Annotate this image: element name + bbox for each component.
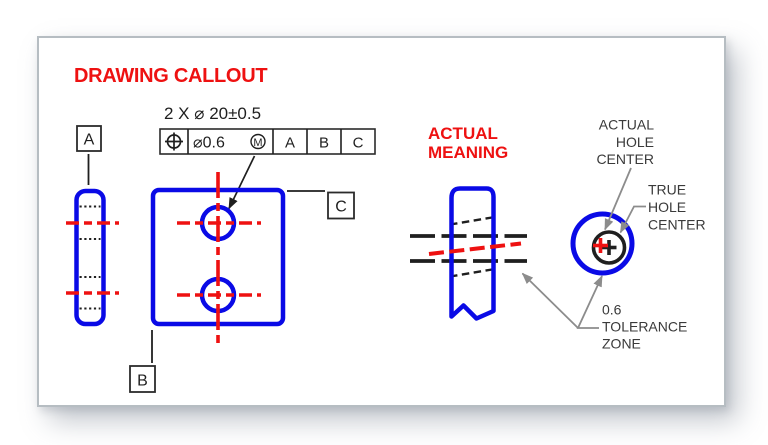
label-line: CENTER bbox=[596, 151, 654, 167]
actual-hole-wall-top bbox=[449, 216, 493, 226]
actual-center-cross-icon bbox=[593, 238, 608, 253]
leader-true-hole-center bbox=[619, 205, 646, 234]
label-line: TRUE bbox=[648, 182, 686, 198]
fcf-frame bbox=[159, 128, 376, 155]
leader-tolerance-zone-circle bbox=[576, 275, 603, 329]
actual-hole-wall-bottom bbox=[449, 268, 493, 278]
label-line: ZONE bbox=[602, 336, 641, 352]
label-line: TOLERANCE bbox=[602, 319, 687, 335]
drawing-callout-section: DRAWING CALLOUT 2 X ⌀ 20±0.5 ⌀0.6 M A B … bbox=[66, 65, 376, 393]
front-view bbox=[150, 172, 286, 344]
tolerance-zone-circle bbox=[591, 230, 627, 265]
fcf-datum-ref-c: C bbox=[353, 135, 364, 152]
label-tolerance-zone: 0.6 TOLERANCE ZONE bbox=[602, 302, 687, 352]
actual-hole-circle bbox=[570, 211, 635, 276]
drawing-callout-title: DRAWING CALLOUT bbox=[74, 65, 267, 87]
label-line: HOLE bbox=[616, 134, 654, 150]
dimension-note: 2 X ⌀ 20±0.5 bbox=[164, 104, 261, 123]
actual-side-view-strip bbox=[449, 186, 496, 321]
side-view-outline bbox=[74, 188, 106, 327]
label-line: HOLE bbox=[648, 199, 686, 215]
fcf-datum-ref-a: A bbox=[285, 135, 295, 152]
true-center-cross-icon bbox=[601, 240, 617, 255]
actual-meaning-title-line1: ACTUAL bbox=[428, 124, 498, 143]
label-true-hole-center: TRUE HOLE CENTER bbox=[648, 182, 706, 233]
label-line: 0.6 bbox=[602, 302, 622, 318]
leader-actual-hole-center bbox=[604, 167, 632, 231]
tolerance-zone-detail bbox=[570, 211, 635, 276]
leader-tolerance-zone-strip bbox=[521, 272, 579, 329]
actual-meaning-section: ACTUAL MEANING bbox=[410, 117, 706, 352]
datum-letter-a: A bbox=[84, 132, 95, 149]
side-view bbox=[66, 188, 119, 327]
fcf-datum-ref-b: B bbox=[319, 135, 329, 152]
label-actual-hole-center: ACTUAL HOLE CENTER bbox=[596, 117, 654, 168]
datum-label-a: A bbox=[76, 125, 102, 185]
actual-meaning-title-line2: MEANING bbox=[428, 143, 508, 162]
mmc-modifier-icon: M bbox=[250, 133, 266, 150]
mmc-modifier-letter: M bbox=[253, 137, 262, 149]
datum-label-b: B bbox=[129, 330, 156, 393]
datum-letter-b: B bbox=[137, 373, 148, 390]
datum-letter-c: C bbox=[335, 199, 347, 216]
feature-control-frame: ⌀0.6 M A B C bbox=[159, 128, 376, 155]
fcf-leader-arrow bbox=[228, 155, 256, 210]
actual-axis-line bbox=[428, 241, 522, 256]
datum-label-c: C bbox=[287, 190, 355, 220]
label-line: CENTER bbox=[648, 217, 706, 233]
fcf-tolerance-value: ⌀0.6 bbox=[193, 135, 225, 152]
label-line: ACTUAL bbox=[599, 117, 654, 133]
position-symbol-icon bbox=[165, 132, 183, 151]
